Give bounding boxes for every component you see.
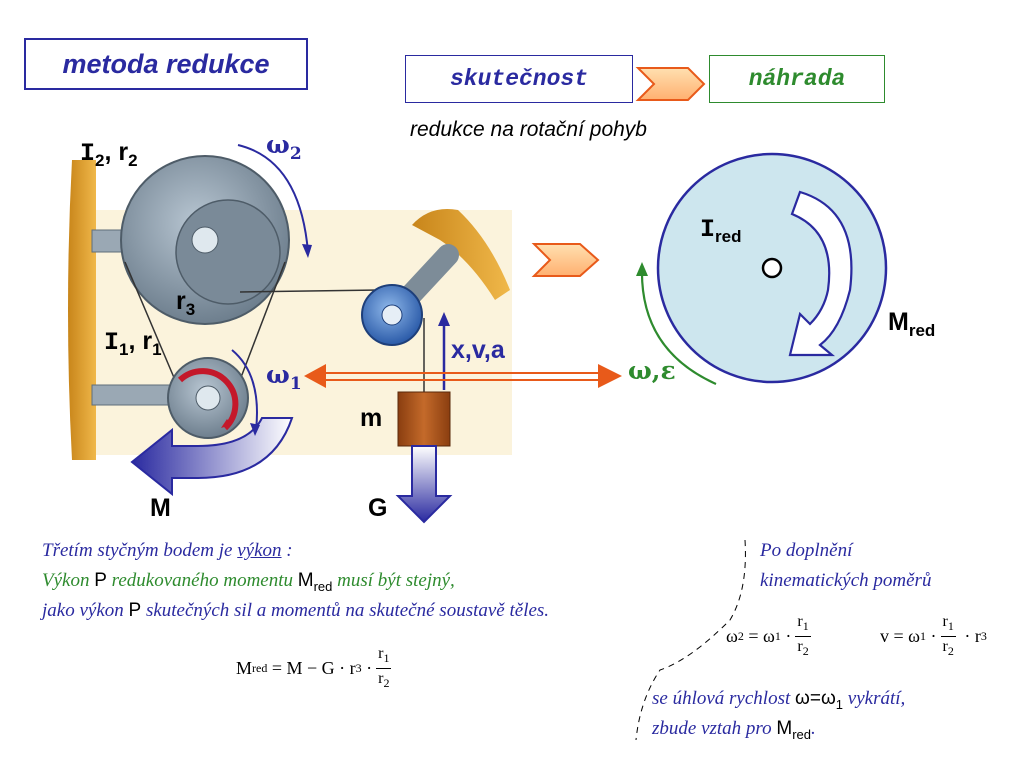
omega2-arrowhead bbox=[302, 244, 312, 258]
label-xva: x,v,a bbox=[451, 336, 505, 364]
subtitle: redukce na rotační pohyb bbox=[410, 118, 647, 141]
equivalence-arrowhead-right bbox=[598, 364, 622, 388]
label-I-red: Ired bbox=[700, 215, 742, 246]
pulley-1-axle bbox=[195, 385, 221, 411]
text-right-1: Po doplnění bbox=[760, 540, 853, 561]
text-line-1: Třetím styčným bodem je výkon : bbox=[42, 540, 293, 561]
substitute-box: náhrada bbox=[709, 55, 885, 103]
omega1-arrowhead bbox=[250, 423, 260, 436]
header-chevron bbox=[635, 67, 706, 101]
reality-box: skutečnost bbox=[405, 55, 633, 103]
omega2-arc bbox=[237, 144, 309, 253]
text-line-3: jako výkon P skutečných sil a momentů na… bbox=[42, 600, 550, 621]
label-omega2: ω2 bbox=[266, 130, 302, 164]
mid-chevron bbox=[531, 243, 600, 277]
text-right-2: kinematických poměrů bbox=[760, 570, 932, 591]
belt-right bbox=[239, 261, 286, 381]
label-M-red: Mred bbox=[888, 308, 936, 340]
label-r3: r3 bbox=[176, 287, 196, 319]
text-bottom-1: se úhlová rychlost ω=ω1 vykrátí, bbox=[652, 688, 906, 712]
mass-block bbox=[397, 391, 451, 447]
reduced-omega-arrowhead bbox=[636, 262, 648, 276]
belt-left bbox=[124, 261, 176, 381]
guide-pulley-axle bbox=[381, 304, 403, 326]
label-mass: m bbox=[360, 404, 383, 432]
pulley-3 bbox=[175, 199, 281, 305]
label-I2-r2: I2, r2 bbox=[80, 138, 138, 170]
omega1-arc bbox=[231, 349, 258, 431]
label-I1-r1: I1, r1 bbox=[104, 327, 162, 359]
label-moment: M bbox=[150, 494, 171, 522]
pulley-1-red-arrowhead bbox=[221, 419, 231, 428]
page-title: metoda redukce bbox=[24, 38, 308, 90]
ceiling-mount bbox=[412, 209, 510, 300]
label-omega1: ω1 bbox=[266, 360, 302, 394]
moment-arrow bbox=[130, 417, 294, 497]
wall bbox=[68, 160, 96, 460]
equivalence-arrowhead-left bbox=[304, 364, 326, 388]
xva-arrowhead bbox=[438, 312, 450, 326]
reduced-disk-center bbox=[761, 257, 783, 279]
pulley-1-red-ring bbox=[177, 368, 239, 431]
label-gravity: G bbox=[368, 494, 388, 522]
text-bottom-2: zbude vztah pro Mred. bbox=[652, 718, 816, 742]
text-line-2: Výkon P redukovaného momentu Mred musí b… bbox=[42, 570, 455, 594]
pulley-2-axle bbox=[191, 226, 219, 254]
label-omega-epsilon: ω,ε bbox=[628, 356, 676, 385]
dashed-separator bbox=[635, 539, 746, 741]
gravity-arrow bbox=[395, 445, 453, 524]
reduced-omega-arc bbox=[640, 267, 717, 386]
rope-horizontal bbox=[239, 289, 381, 293]
reduced-moment-arrow bbox=[788, 190, 853, 357]
